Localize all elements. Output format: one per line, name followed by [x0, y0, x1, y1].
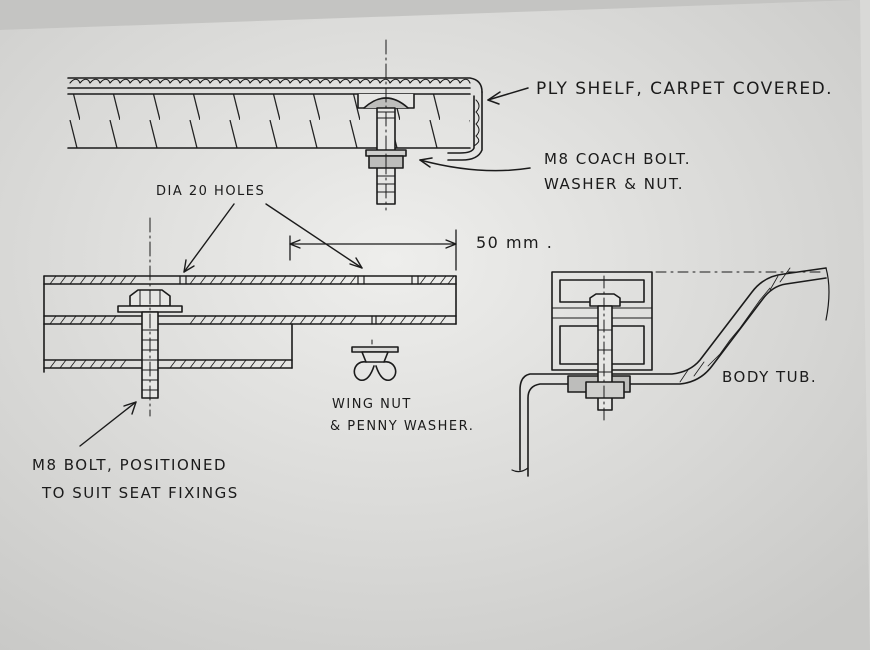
leader-coach-bolt	[419, 157, 531, 172]
coach-bolt-label-line1: M8 COACH BOLT.	[544, 150, 692, 168]
leader-ply-shelf	[487, 87, 529, 105]
body-tub-label: BODY TUB.	[722, 368, 818, 386]
body-tub-section	[511, 267, 830, 477]
wing-nut-label-line2: & PENNY WASHER.	[330, 419, 475, 434]
dimension-50mm	[289, 229, 457, 271]
m8-bolt-label-line1: M8 BOLT, POSITIONED	[32, 456, 228, 474]
dia-holes-label: DIA 20 HOLES	[156, 184, 266, 199]
ply-shelf-label: PLY SHELF, CARPET COVERED.	[536, 79, 834, 99]
wing-nut-label-line1: WING NUT	[332, 397, 412, 412]
leader-m8-bolt	[79, 401, 137, 447]
coach-bolt-label-line2: WASHER & NUT.	[544, 175, 685, 193]
leader-dia-holes	[183, 203, 363, 273]
carpet-texture	[69, 78, 471, 84]
dimension-label: 50 mm .	[476, 233, 554, 252]
seat-base-section	[43, 217, 457, 417]
ply-shelf-section	[67, 39, 483, 211]
m8-bolt-label-line2: TO SUIT SEAT FIXINGS	[42, 484, 239, 502]
